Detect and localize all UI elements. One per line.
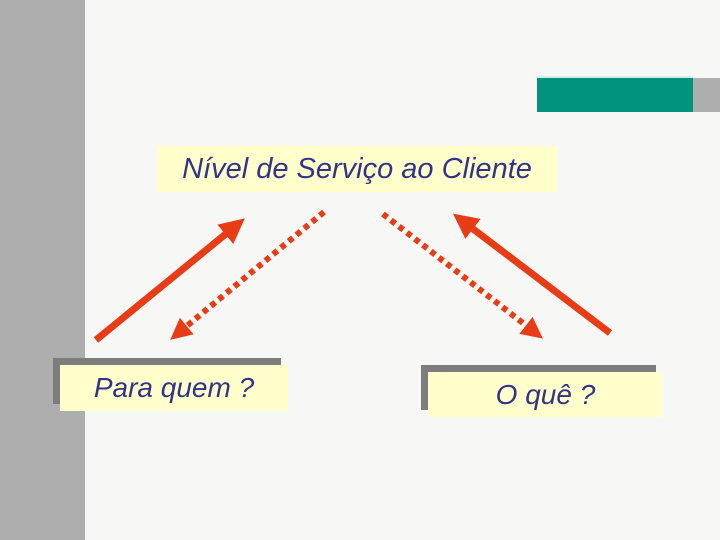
solid-arrow-up-left-icon [452, 213, 613, 336]
dotted-arrow-down-right-icon [381, 211, 543, 339]
slide-title: Nível de Serviço ao Cliente [182, 152, 532, 185]
para-quem-box: Para quem ? [60, 365, 288, 411]
para-quem-label: Para quem ? [93, 372, 255, 403]
o-que-box: O quê ? [428, 372, 663, 417]
teal-accent-bar [537, 76, 693, 112]
slide-title-box: Nível de Serviço ao Cliente [157, 146, 557, 192]
solid-arrow-up-right-icon [93, 218, 245, 343]
o-que-label: O quê ? [495, 378, 596, 410]
dotted-arrow-down-left-icon [170, 209, 326, 340]
gray-accent-square [693, 78, 720, 112]
left-gray-sidebar-decoration [0, 0, 85, 540]
